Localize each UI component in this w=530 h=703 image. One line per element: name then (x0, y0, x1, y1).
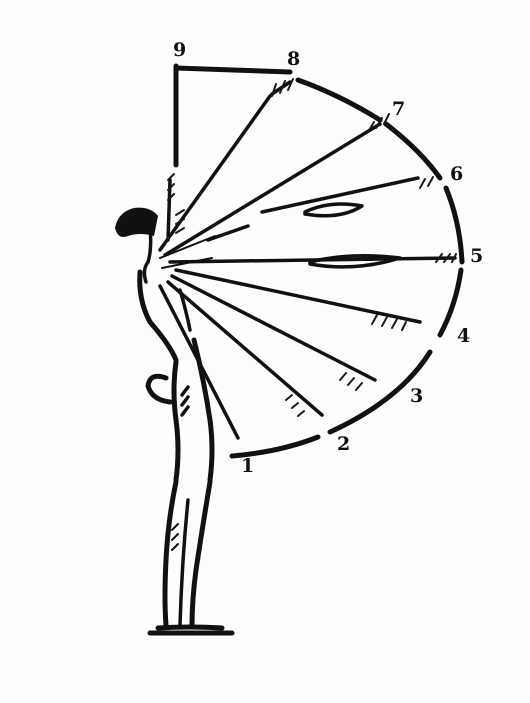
label-6: 6 (450, 163, 463, 185)
label-3: 3 (410, 385, 423, 407)
field-ellipses (305, 204, 400, 267)
hatching (168, 79, 456, 416)
boundary-top (168, 66, 176, 240)
label-2: 2 (337, 433, 350, 455)
label-8: 8 (287, 48, 300, 70)
human-figure (115, 208, 232, 633)
label-1: 1 (241, 455, 254, 477)
label-9: 9 (173, 39, 186, 61)
label-7: 7 (392, 98, 405, 120)
label-4: 4 (457, 325, 470, 347)
label-5: 5 (470, 245, 483, 267)
